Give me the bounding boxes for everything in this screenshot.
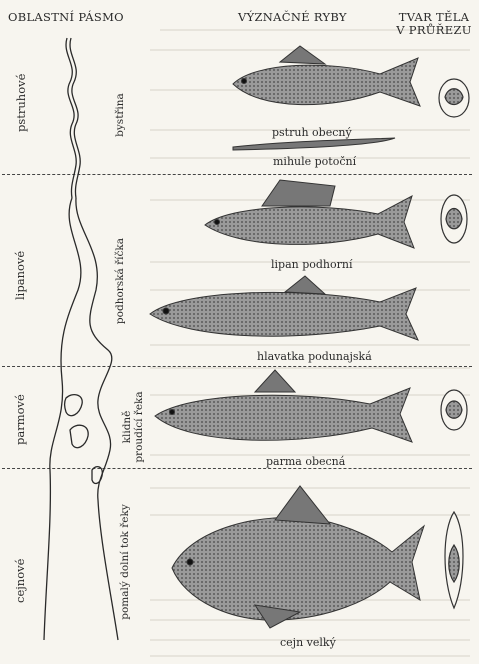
cross-section-parma — [441, 390, 467, 430]
cross-section-lipan — [441, 195, 467, 243]
cross-section-pstruh — [439, 79, 469, 117]
cross-section-cejn — [445, 512, 463, 608]
